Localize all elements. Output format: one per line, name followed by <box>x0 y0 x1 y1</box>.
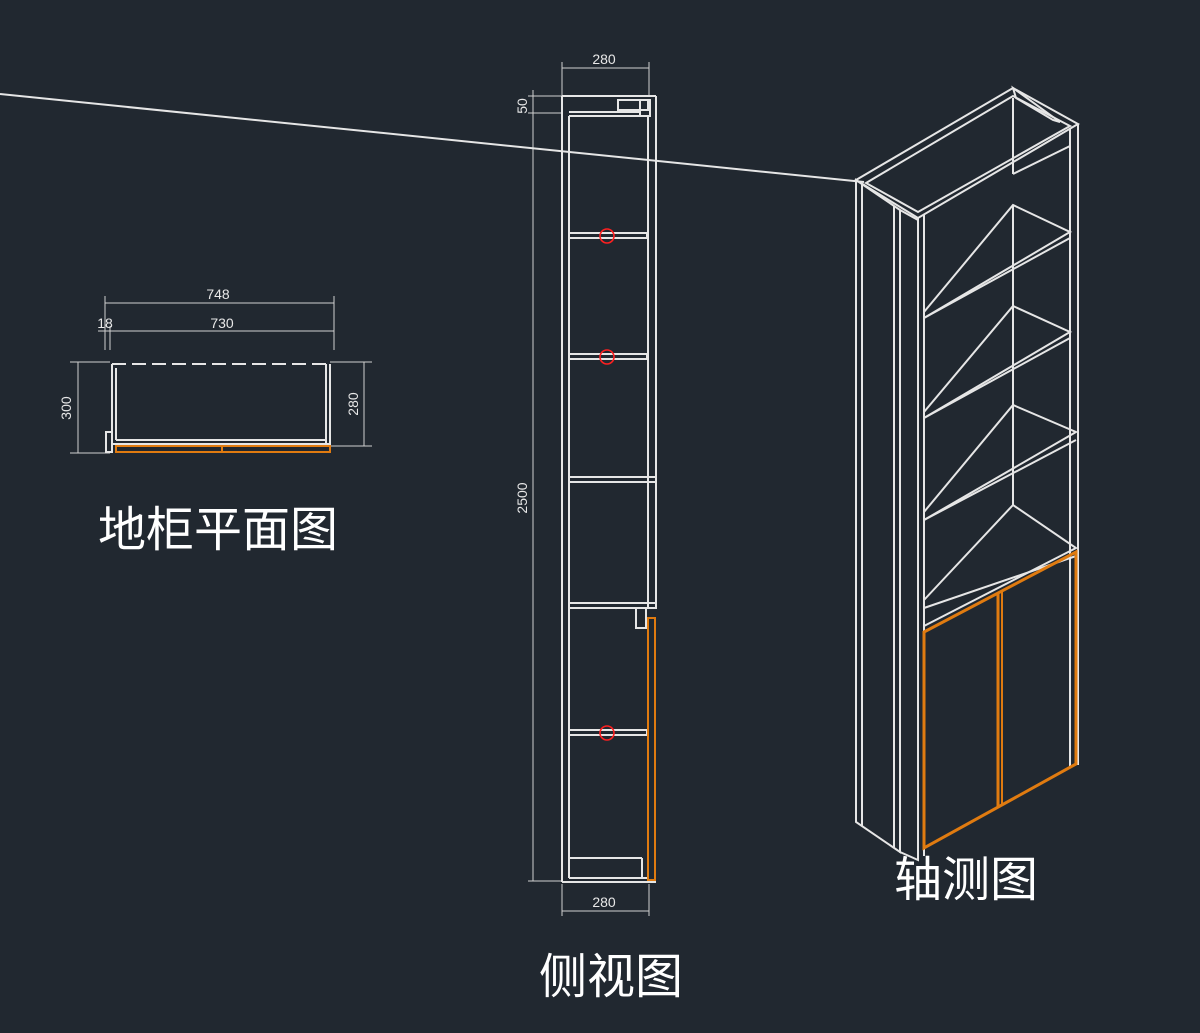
dimension-height: 2500 <box>514 113 562 882</box>
dimension-inner-depth: 280 <box>330 361 372 447</box>
side-door <box>647 617 656 881</box>
label-outer-depth: 300 <box>58 396 74 420</box>
axonometric-view: 轴测图 <box>0 85 1081 908</box>
label-bottom-depth: 280 <box>592 894 616 910</box>
shelf-pin-marker <box>599 725 615 741</box>
axo-doors <box>922 549 1078 851</box>
label-height: 2500 <box>514 482 530 513</box>
axo-carcass <box>0 85 1081 862</box>
dimension-top-thickness: 50 <box>514 90 562 118</box>
plan-cabinet-body <box>105 363 331 453</box>
shelf-pin-marker <box>599 349 615 365</box>
dimension-overall-width: 748 <box>104 286 335 350</box>
axonometric-view-title: 轴测图 <box>894 852 1038 908</box>
dimension-top-depth: 280 <box>561 51 650 96</box>
dimension-outer-depth: 300 <box>58 361 110 454</box>
label-inner-depth: 280 <box>345 392 361 416</box>
dimension-inner-width: 18 730 <box>97 315 334 350</box>
side-view-title: 侧视图 <box>539 949 683 1005</box>
label-top-thickness: 50 <box>514 98 530 114</box>
label-top-depth: 280 <box>592 51 616 67</box>
label-panel-thickness: 18 <box>97 315 113 331</box>
shelf-pin-markers <box>599 228 615 741</box>
label-overall-width: 748 <box>206 286 230 302</box>
side-view: 280 50 2500 280 <box>514 51 683 1005</box>
plan-view: 748 18 730 300 280 <box>58 286 372 558</box>
dimension-bottom-depth: 280 <box>561 884 650 916</box>
shelf-pin-marker <box>599 228 615 244</box>
label-inner-width: 730 <box>210 315 234 331</box>
plan-view-title: 地柜平面图 <box>98 502 338 558</box>
side-cabinet-body <box>561 95 657 883</box>
plan-doors <box>115 445 331 453</box>
